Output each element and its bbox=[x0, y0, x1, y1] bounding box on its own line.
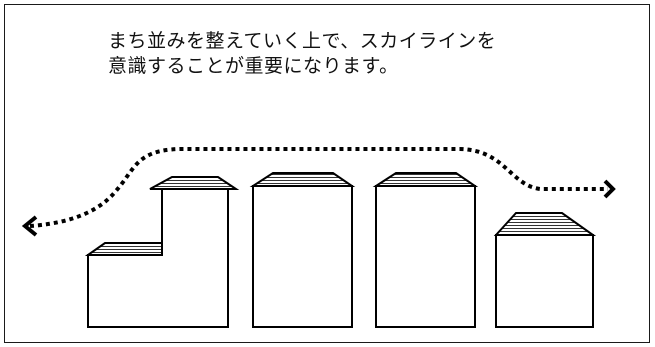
tall-building-1 bbox=[249, 172, 356, 328]
tall-building-1-body bbox=[252, 185, 353, 328]
low-building-roof bbox=[493, 212, 597, 236]
low-building-body bbox=[495, 234, 594, 328]
stepped-building-body bbox=[87, 188, 229, 328]
tall-building-2-body bbox=[375, 185, 476, 328]
tall-building-2-roof bbox=[372, 172, 479, 187]
stepped-building bbox=[84, 176, 240, 328]
left-arrow-icon bbox=[21, 215, 38, 237]
tall-building-1-roof bbox=[249, 172, 356, 187]
caption-line-1: まち並みを整えていく上で、スカイラインを bbox=[108, 30, 497, 52]
caption-line-2: 意識することが重要になります。 bbox=[108, 55, 399, 77]
right-arrow-icon bbox=[603, 179, 616, 199]
skyline-dotted-line bbox=[29, 147, 608, 228]
caption: まち並みを整えていく上で、スカイラインを 意識することが重要になります。 bbox=[108, 29, 608, 79]
stepped-building-lower-roof bbox=[84, 242, 163, 256]
tall-building-2 bbox=[372, 172, 479, 328]
low-building bbox=[493, 212, 597, 328]
stepped-building-upper-roof bbox=[149, 176, 240, 190]
